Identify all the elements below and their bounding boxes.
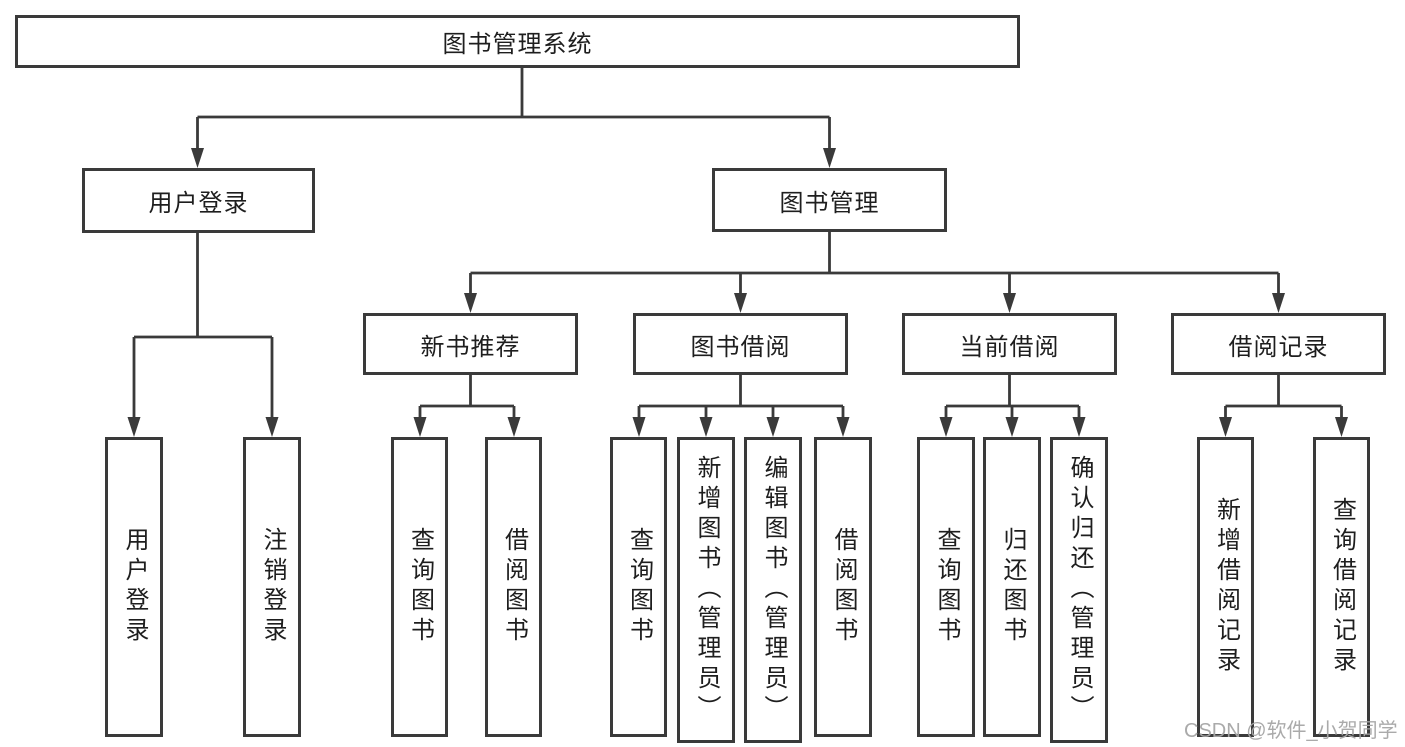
node-label: 用户登录	[148, 190, 249, 217]
node-label: 图书管理系统	[442, 31, 593, 58]
node-leaf-confirm-return-admin: 确认归还（管理员）	[1050, 437, 1108, 743]
node-label: 编辑图书（管理员）	[760, 455, 787, 725]
node-label: 借阅图书	[830, 527, 857, 647]
node-current-borrow: 当前借阅	[902, 313, 1117, 375]
node-user-login: 用户登录	[82, 168, 315, 233]
node-label: 注销登录	[259, 527, 286, 647]
arrowheads	[127, 148, 1348, 437]
node-label: 归还图书	[999, 527, 1026, 647]
node-leaf-edit-books-admin: 编辑图书（管理员）	[744, 437, 802, 743]
node-library-management-system: 图书管理系统	[15, 15, 1020, 68]
node-leaf-query-borrow-record: 查询借阅记录	[1313, 437, 1370, 737]
node-label: 当前借阅	[959, 333, 1060, 361]
node-label: 新书推荐	[420, 333, 521, 361]
csdn-watermark: CSDN @软件_小贺同学	[1184, 720, 1398, 742]
node-label: 新增借阅记录	[1212, 497, 1240, 677]
tree-edges	[132, 68, 1343, 419]
node-leaf-return-books: 归还图书	[983, 437, 1041, 737]
node-leaf-query-books-borrow: 查询图书	[610, 437, 667, 737]
node-label: 查询图书	[406, 527, 434, 647]
node-leaf-query-books-current: 查询图书	[917, 437, 975, 737]
node-label: 确认归还（管理员）	[1066, 455, 1093, 725]
node-book-management: 图书管理	[712, 168, 947, 232]
node-leaf-add-borrow-record: 新增借阅记录	[1197, 437, 1254, 737]
node-label: 借阅图书	[500, 527, 528, 647]
node-label: 图书管理	[779, 189, 880, 217]
node-label: 用户登录	[121, 527, 148, 647]
node-borrow-records: 借阅记录	[1171, 313, 1386, 375]
node-book-borrow: 图书借阅	[633, 313, 848, 375]
node-leaf-logout: 注销登录	[243, 437, 301, 737]
node-label: 查询图书	[625, 527, 653, 647]
node-leaf-query-books-recommend: 查询图书	[391, 437, 448, 737]
node-new-book-recommend: 新书推荐	[363, 313, 578, 375]
node-label: 图书借阅	[690, 333, 791, 361]
node-label: 借阅记录	[1228, 333, 1329, 361]
node-label: 查询图书	[933, 527, 960, 647]
node-leaf-user-login: 用户登录	[105, 437, 163, 737]
node-leaf-add-books-admin: 新增图书（管理员）	[677, 437, 735, 743]
node-label: 新增图书（管理员）	[693, 455, 720, 725]
node-leaf-borrow-books-recommend: 借阅图书	[485, 437, 542, 737]
node-label: 查询借阅记录	[1328, 497, 1356, 677]
node-leaf-borrow-books: 借阅图书	[814, 437, 872, 737]
